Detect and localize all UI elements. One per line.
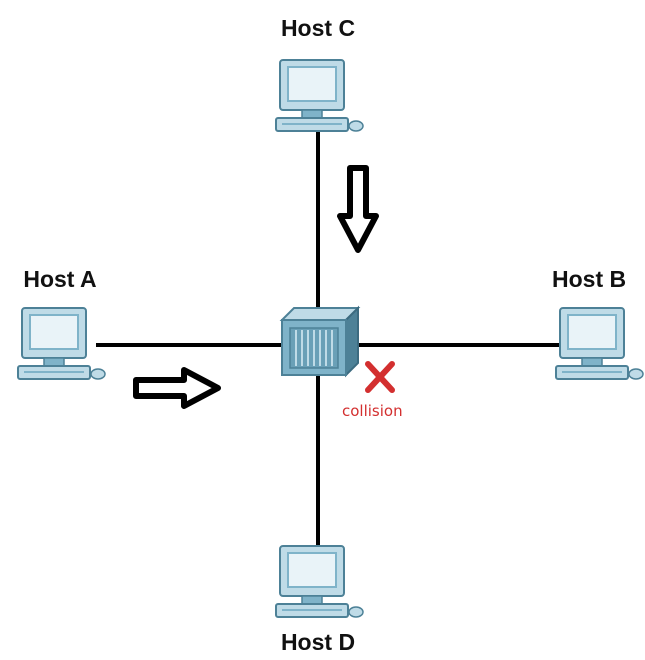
host-b-label: Host B [552, 266, 626, 292]
host-a-computer-icon [17, 307, 106, 380]
hub-device [279, 305, 361, 378]
host-b-computer-icon [555, 307, 644, 380]
host-c-computer-icon [275, 59, 364, 132]
host-c-label: Host C [281, 15, 355, 41]
host-d-computer-icon [275, 545, 364, 618]
collision-label: collision [342, 402, 403, 420]
collision-x-icon [365, 361, 395, 393]
arrow-right-icon [136, 370, 218, 406]
arrow-down-icon [340, 168, 376, 250]
host-d-label: Host D [281, 629, 355, 655]
host-a-label: Host A [23, 266, 96, 292]
